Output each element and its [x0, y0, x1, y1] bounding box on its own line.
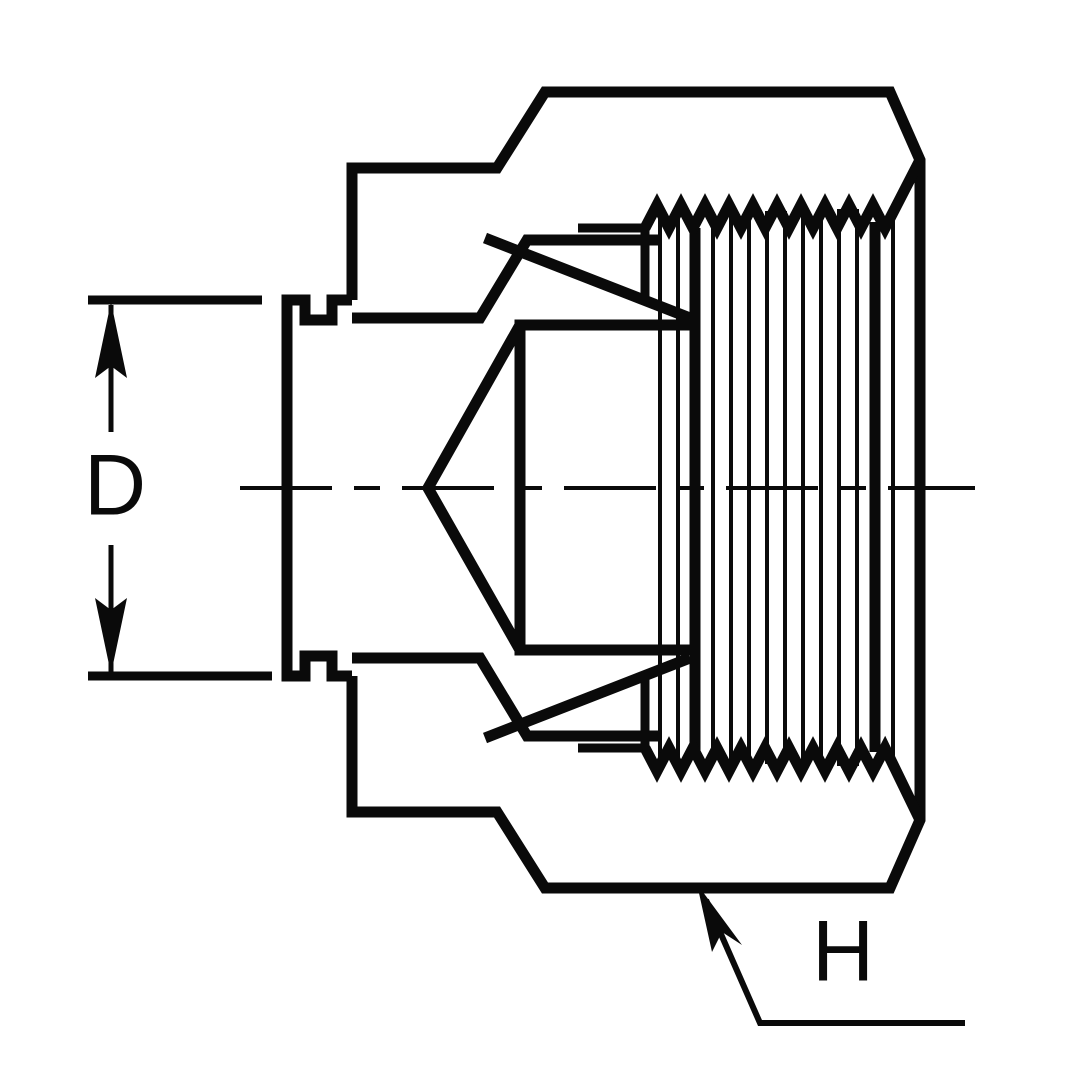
spigot-left-end [281, 294, 352, 682]
dimension-H: H [697, 884, 965, 1026]
dimension-label-D: D [84, 438, 146, 534]
external-thread [640, 157, 925, 823]
dimension-D: D [84, 295, 272, 681]
hex-body-outline [346, 86, 926, 894]
leader-line [703, 898, 965, 1026]
arrowhead-down-icon [95, 598, 127, 674]
thread-root-lines [658, 209, 895, 766]
arrowhead-up-icon [95, 302, 127, 378]
arrowhead-leader-icon [697, 884, 742, 952]
dimension-label-H: H [812, 904, 874, 1000]
